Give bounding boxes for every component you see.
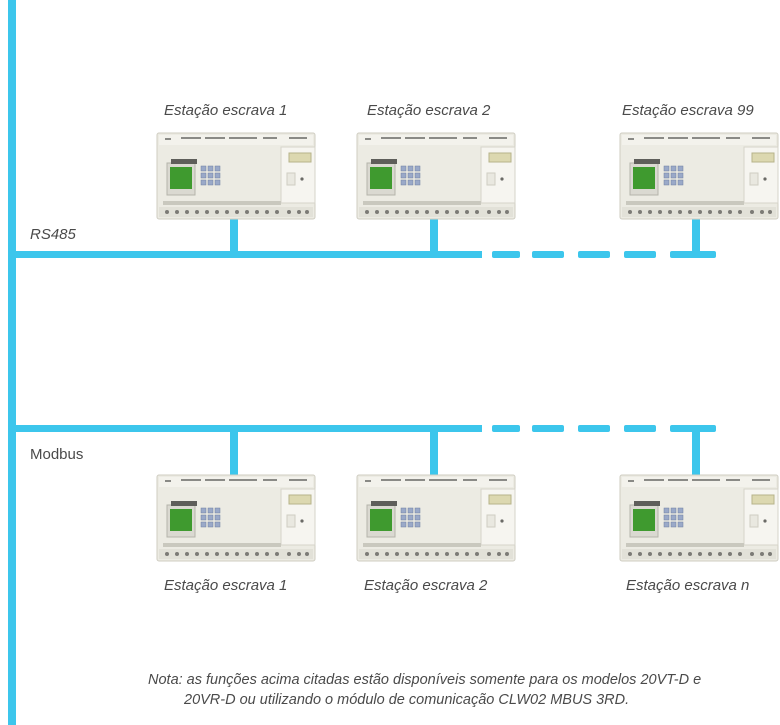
modbus-bus-dash	[532, 425, 564, 432]
main-trunk-line	[8, 0, 16, 725]
modbus-bus-dash	[492, 425, 520, 432]
rs485-bus-dash	[578, 251, 610, 258]
rs485-drop-99	[692, 218, 700, 252]
rs485-station-label-99: Estação escrava 99	[622, 102, 754, 119]
plc-device-modbus-n	[619, 474, 779, 562]
rs485-bus-dash	[492, 251, 520, 258]
plc-device-rs485-2	[356, 132, 516, 220]
note-line-1: Nota: as funções acima citadas estão dis…	[148, 672, 702, 688]
rs485-bus-dash	[670, 251, 716, 258]
modbus-station-label-2: Estação escrava 2	[364, 577, 488, 594]
modbus-bus-solid	[16, 425, 482, 432]
modbus-bus-dash	[578, 425, 610, 432]
modbus-station-label-1: Estação escrava 1	[164, 577, 288, 594]
modbus-drop-2	[430, 431, 438, 477]
modbus-drop-n	[692, 431, 700, 477]
rs485-bus	[16, 218, 716, 258]
availability-note: Nota: as funções acima citadas estão dis…	[148, 670, 773, 710]
modbus-bus-label: Modbus	[30, 446, 84, 463]
rs485-station-label-2: Estação escrava 2	[367, 102, 491, 119]
rs485-bus-dash	[532, 251, 564, 258]
plc-device-modbus-2	[356, 474, 516, 562]
modbus-drop-1	[230, 431, 238, 477]
rs485-bus-label: RS485	[30, 226, 76, 243]
modbus-station-label-n: Estação escrava n	[626, 577, 750, 594]
plc-device-rs485-1	[156, 132, 316, 220]
rs485-bus-dash	[624, 251, 656, 258]
plc-device-modbus-1	[156, 474, 316, 562]
modbus-bus	[16, 425, 716, 477]
modbus-bus-dash	[670, 425, 716, 432]
rs485-bus-solid	[16, 251, 482, 258]
rs485-drop-1	[230, 218, 238, 252]
note-line-2: 20VR-D ou utilizando o módulo de comunic…	[184, 692, 630, 708]
rs485-station-label-1: Estação escrava 1	[164, 102, 288, 119]
modbus-bus-dash	[624, 425, 656, 432]
rs485-drop-2	[430, 218, 438, 252]
plc-device-rs485-99	[619, 132, 779, 220]
